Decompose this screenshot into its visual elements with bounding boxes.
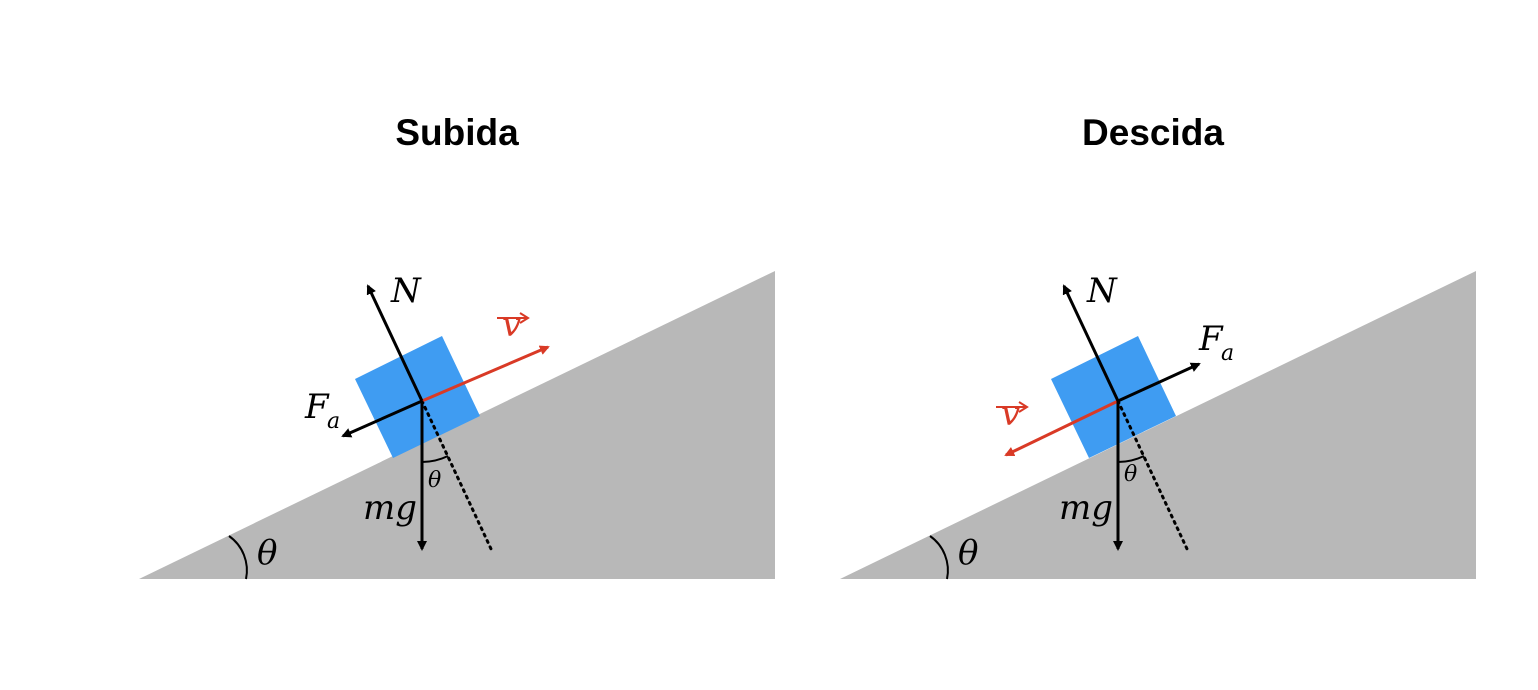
block-angle-label-left: θ xyxy=(428,468,441,493)
normal-force-arrow-left xyxy=(366,284,424,402)
block-left xyxy=(355,336,480,458)
block-angle-arc-left xyxy=(421,455,449,463)
incline-angle-arc-left xyxy=(228,535,248,580)
weight-label-left: mg xyxy=(363,488,417,528)
perpendicular-dotted-line-right xyxy=(1116,399,1190,553)
velocity-arrow-right xyxy=(1004,399,1119,457)
friction-force-arrow-right xyxy=(1117,362,1201,403)
normal-label-left: N xyxy=(390,271,422,311)
block-right xyxy=(1051,336,1176,458)
weight-label-right: mg xyxy=(1059,488,1113,528)
block-angle-label-right: θ xyxy=(1124,462,1137,487)
block-angle-arc-right xyxy=(1117,455,1145,463)
incline-angle-arc-right xyxy=(929,535,949,580)
panel-title-descida: Descida xyxy=(1082,112,1224,153)
friction-label-left: F xyxy=(304,387,330,427)
friction-label-right: F xyxy=(1198,319,1224,359)
friction-subscript-left: a xyxy=(327,409,340,434)
perpendicular-dotted-line-left xyxy=(420,399,494,553)
friction-subscript-right: a xyxy=(1221,341,1234,366)
panel-subida: θ θ N F a mg v xyxy=(139,271,775,580)
normal-force-arrow-right xyxy=(1062,284,1120,402)
normal-label-right: N xyxy=(1086,271,1118,311)
friction-force-arrow-left xyxy=(341,399,423,438)
incline-angle-label-left: θ xyxy=(257,533,277,573)
velocity-label-right: v xyxy=(1001,394,1020,434)
panel-title-subida: Subida xyxy=(395,112,519,153)
incline-angle-label-right: θ xyxy=(958,533,978,573)
velocity-overarrow-head-right xyxy=(1018,401,1029,413)
panel-descida: θ θ N F a mg v xyxy=(840,271,1476,580)
velocity-overarrow-head-left xyxy=(519,312,530,324)
velocity-label-left: v xyxy=(502,305,521,345)
incline-right xyxy=(840,271,1476,579)
velocity-arrow-left xyxy=(421,345,550,403)
